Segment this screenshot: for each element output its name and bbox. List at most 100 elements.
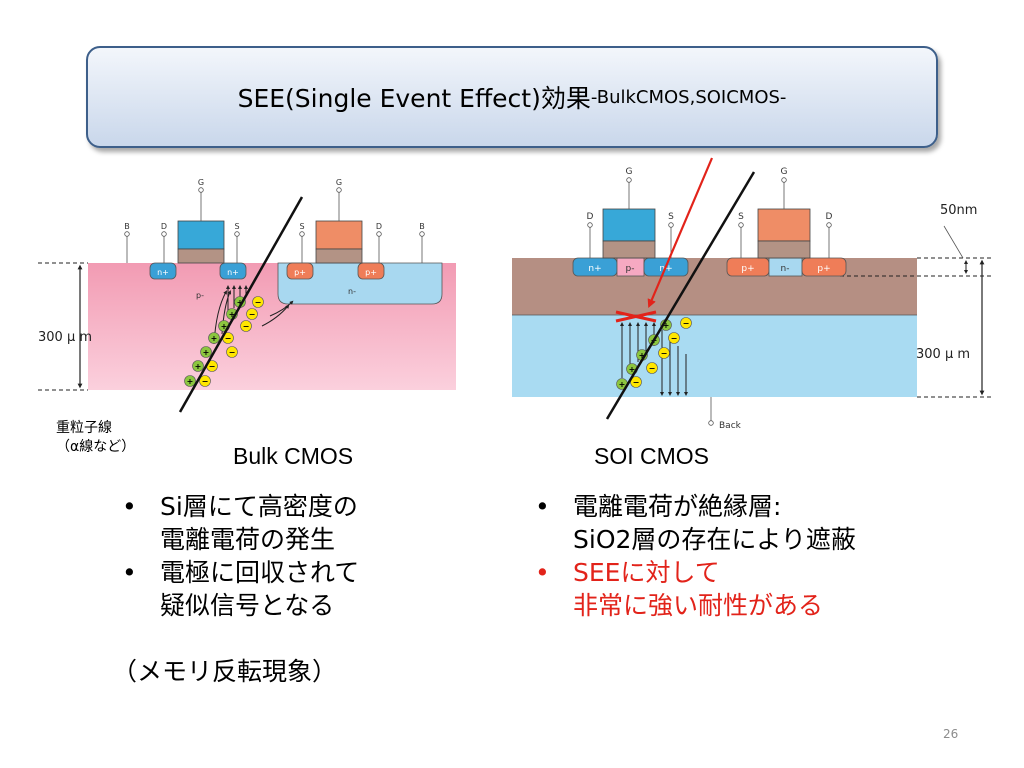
bulk-gate-pmos xyxy=(315,220,363,250)
bullet-line: Si層にて高密度の xyxy=(160,492,358,521)
bulk-terminal-label: S xyxy=(299,222,304,231)
soi-terminal-label: G xyxy=(781,167,788,177)
bulk-particle-track xyxy=(178,196,304,413)
soi-terminal-label: D xyxy=(826,212,833,222)
bullet-icon: • xyxy=(122,558,137,587)
bulk-terminal-label: G xyxy=(198,178,204,187)
bullet-icon: • xyxy=(535,558,550,587)
bulk-terminal-label: D xyxy=(161,222,167,231)
svg-text:+: + xyxy=(639,351,646,360)
soi-region-label: p+ xyxy=(741,264,754,274)
svg-text:+: + xyxy=(619,380,626,389)
svg-text:−: − xyxy=(649,364,656,373)
svg-text:+: + xyxy=(229,310,236,319)
bulk-nwell xyxy=(277,262,443,305)
svg-text:+: + xyxy=(629,365,636,374)
svg-text:+: + xyxy=(221,322,228,331)
bullet-line: 電離電荷の発生 xyxy=(160,525,336,554)
bullet-line: 疑似信号となる xyxy=(160,591,335,620)
soi-terminal-label: D xyxy=(587,212,594,222)
soi-region-p+ xyxy=(801,257,847,277)
svg-text:+: + xyxy=(237,298,244,307)
bulk-cmos-diagram: n+ n+ p+ p+ p- n- B D G S S G D xyxy=(38,178,456,413)
left-bullet-item: • Si層にて高密度の 電離電荷の発生 xyxy=(122,490,359,556)
soi-depth-label: 300 μ m xyxy=(916,347,970,362)
soi-gate-pmos xyxy=(757,208,811,242)
soi-thickness-label: 50nm xyxy=(940,203,977,218)
svg-text:−: − xyxy=(243,322,250,331)
right-bullet-item: • 電離電荷が絶縁層: SiO2層の存在により遮蔽 xyxy=(535,490,856,556)
soi-back-terminal-label: Back xyxy=(719,421,742,431)
highlight-line: 非常に強い耐性がある xyxy=(573,591,824,620)
soi-region-label: p- xyxy=(626,264,635,274)
bulk-region-p+ xyxy=(357,262,385,280)
soi-cmos-caption: SOI CMOS xyxy=(594,443,710,469)
soi-terminal-label: S xyxy=(738,212,744,222)
bulk-region-label: p+ xyxy=(294,268,306,277)
bulk-region-n+ xyxy=(149,262,177,280)
bulk-region-label: n+ xyxy=(227,268,239,277)
svg-text:−: − xyxy=(683,319,690,328)
bulk-region-label: p- xyxy=(196,291,204,300)
bulk-terminal-label: B xyxy=(419,222,425,231)
soi-charge-pairs: + − + − + − + − + − xyxy=(616,317,692,390)
soi-particle-track xyxy=(605,171,756,420)
bulk-gate-nmos xyxy=(177,220,225,250)
soi-region-label: n+ xyxy=(588,264,601,274)
svg-text:+: + xyxy=(195,362,202,371)
bulk-cmos-caption: Bulk CMOS xyxy=(233,443,354,469)
bulk-terminal-label: S xyxy=(234,222,239,231)
slide-title-suffix: -BulkCMOS,SOICMOS- xyxy=(590,86,787,108)
right-highlight-item: • SEEに対して 非常に強い耐性がある xyxy=(535,556,856,622)
soi-region-label: n- xyxy=(781,264,790,274)
bulk-region-label: n+ xyxy=(157,268,169,277)
bulk-terminal-label: B xyxy=(124,222,130,231)
bullet-icon: • xyxy=(122,492,137,521)
svg-text:−: − xyxy=(661,349,668,358)
heavy-ion-note: 重粒子線 （α線など） xyxy=(56,419,135,457)
svg-text:−: − xyxy=(249,310,256,319)
svg-text:−: − xyxy=(229,348,236,357)
soi-bottom-layer xyxy=(512,315,917,397)
left-bullet-item: • 電極に回収されて 疑似信号となる xyxy=(122,556,359,622)
svg-text:+: + xyxy=(187,377,194,386)
soi-gate-oxide xyxy=(757,240,811,259)
slide-title-box: SEE(Single Event Effect)効果-BulkCMOS,SOIC… xyxy=(86,46,938,148)
heavy-ion-note-line: （α線など） xyxy=(56,439,136,455)
svg-text:−: − xyxy=(671,334,678,343)
bulk-region-n+ xyxy=(219,262,247,280)
svg-text:−: − xyxy=(255,298,262,307)
bulk-gate-oxide xyxy=(315,248,363,264)
svg-text:−: − xyxy=(202,377,209,386)
bulk-region-label: n- xyxy=(348,287,356,296)
right-bullet-list: • 電離電荷が絶縁層: SiO2層の存在により遮蔽 • SEEに対して 非常に強… xyxy=(535,490,856,622)
blocked-x-icon xyxy=(615,310,657,323)
soi-region-label: p+ xyxy=(817,264,830,274)
bullet-line: 電極に回収されて xyxy=(160,558,360,587)
soi-gate-oxide xyxy=(602,240,656,259)
soi-red-arrow xyxy=(647,157,714,309)
heavy-ion-note-line: 重粒子線 xyxy=(56,420,112,436)
page-number: 26 xyxy=(943,727,959,741)
bulk-terminal-leads xyxy=(124,187,425,263)
soi-thickness-pointer xyxy=(943,225,964,259)
bulk-region-label: p+ xyxy=(365,268,377,277)
left-footer-note: （メモリ反転現象） xyxy=(112,657,338,686)
bullet-line: 電離電荷が絶縁層: xyxy=(573,492,782,521)
highlight-line: SEEに対して xyxy=(573,558,720,587)
svg-text:+: + xyxy=(211,334,218,343)
soi-terminal-leads xyxy=(587,177,832,426)
slide-title: SEE(Single Event Effect)効果 xyxy=(237,84,591,113)
soi-cmos-diagram: 50nm 300 μ m n+ p- n+ p+ n- p+ xyxy=(512,157,992,431)
svg-text:−: − xyxy=(633,378,640,387)
bulk-terminal-label: D xyxy=(376,222,382,231)
svg-text:−: − xyxy=(225,334,232,343)
bulk-depth-label: 300 μ m xyxy=(38,330,92,345)
bulk-gate-oxide xyxy=(177,248,225,264)
soi-gate-nmos xyxy=(602,208,656,242)
svg-text:+: + xyxy=(663,321,670,330)
bullet-icon: • xyxy=(535,492,550,521)
bullet-line: SiO2層の存在により遮蔽 xyxy=(573,525,856,554)
bulk-charge-pairs: + − + − + − + − + − + − + − xyxy=(184,296,264,387)
